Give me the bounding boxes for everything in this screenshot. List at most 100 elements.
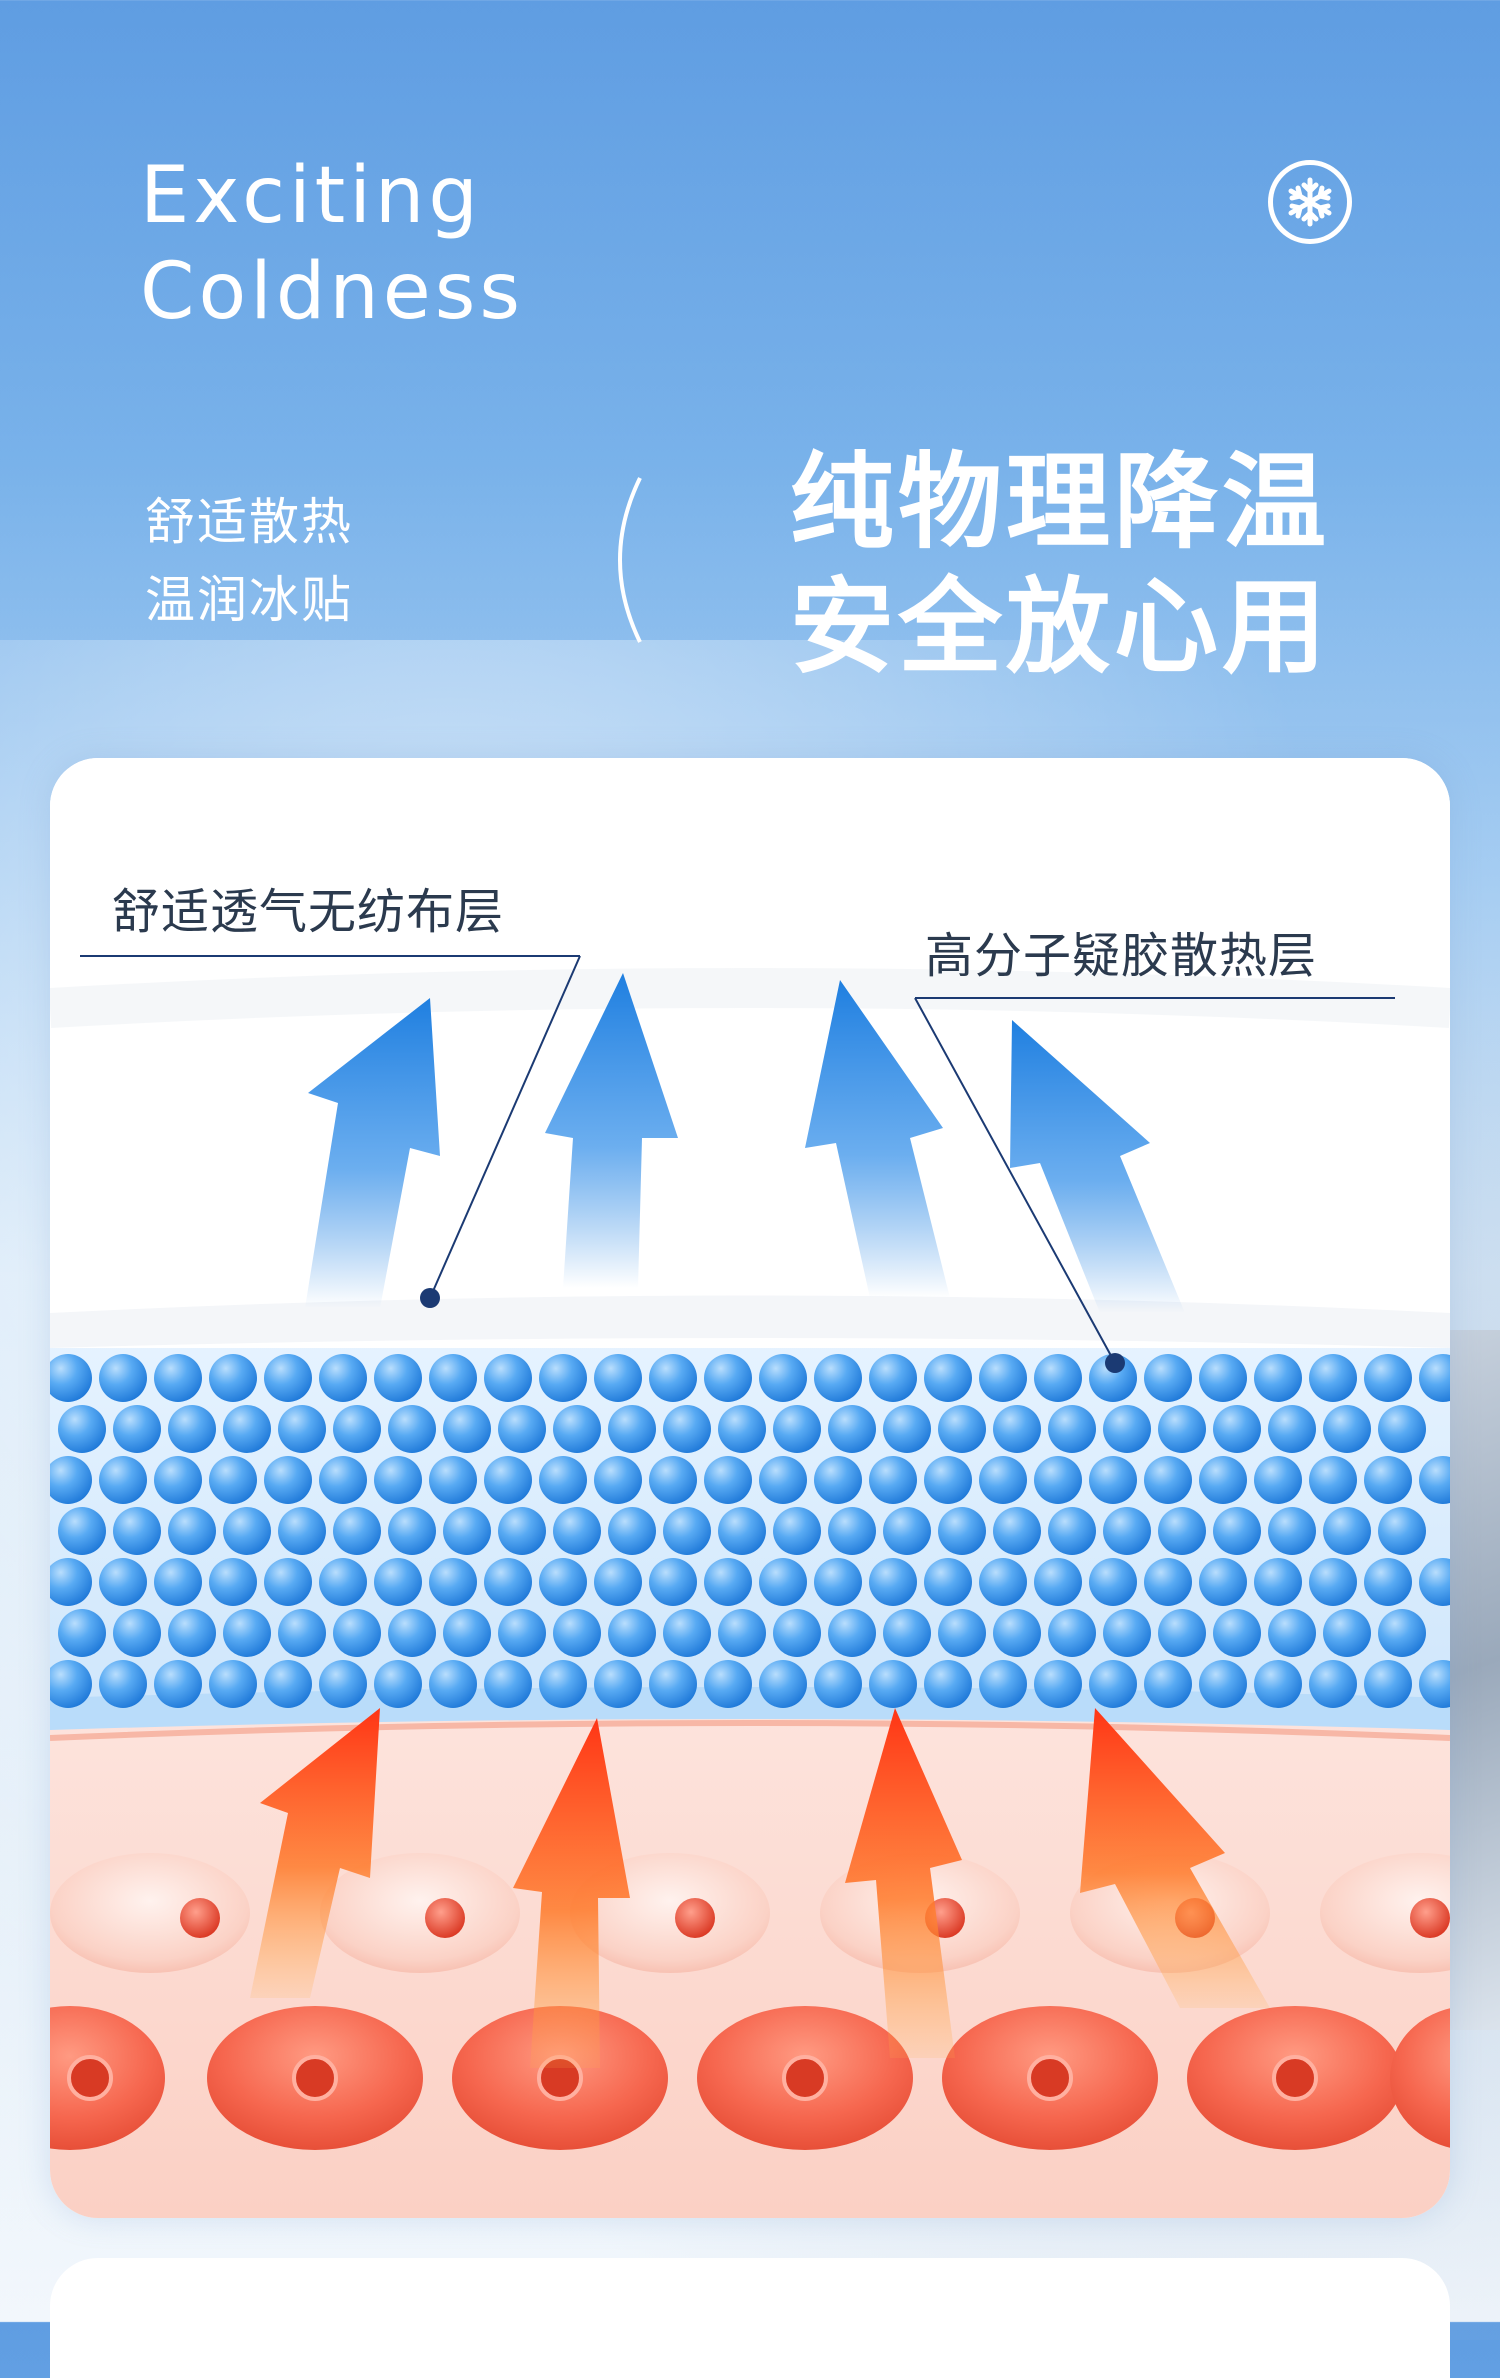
gel-bead xyxy=(1309,1456,1357,1504)
skin-cells xyxy=(50,1853,1450,2150)
gel-bead xyxy=(154,1558,202,1606)
gel-bead xyxy=(1144,1660,1192,1708)
gel-bead xyxy=(154,1456,202,1504)
subtitle-line-2: 温润冰贴 xyxy=(145,571,353,629)
gel-bead xyxy=(1378,1609,1426,1657)
gel-bead xyxy=(718,1405,766,1453)
gel-bead xyxy=(1309,1354,1357,1402)
gel-bead xyxy=(1089,1354,1137,1402)
gel-bead xyxy=(663,1507,711,1555)
cool-arrows xyxy=(305,973,1185,1313)
layer-diagram-card: 舒适透气无纺布层 高分子疑胶散热层 xyxy=(50,758,1450,2218)
english-title: Exciting Coldness xyxy=(140,148,524,340)
gel-bead xyxy=(50,1558,92,1606)
gel-bead xyxy=(388,1507,436,1555)
heat-arrow-1 xyxy=(250,1708,380,1998)
gel-bead xyxy=(1158,1609,1206,1657)
gel-bead xyxy=(649,1354,697,1402)
gel-bead xyxy=(539,1558,587,1606)
next-card-edge xyxy=(50,2258,1450,2378)
gel-bead xyxy=(993,1507,1041,1555)
gel-bead xyxy=(484,1456,532,1504)
gel-bead xyxy=(223,1405,271,1453)
callout-fabric-dot xyxy=(420,1288,440,1308)
gel-bead xyxy=(1048,1507,1096,1555)
gel-bead xyxy=(704,1456,752,1504)
gel-bead xyxy=(223,1507,271,1555)
gel-bead xyxy=(319,1558,367,1606)
gel-bead xyxy=(924,1456,972,1504)
gel-bead xyxy=(1103,1609,1151,1657)
gel-bead xyxy=(718,1507,766,1555)
gel-bead xyxy=(759,1558,807,1606)
gel-bead xyxy=(429,1558,477,1606)
gel-bead xyxy=(649,1660,697,1708)
gel-bead xyxy=(993,1405,1041,1453)
headline-line-2: 安全放心用 xyxy=(790,566,1331,688)
gel-bead xyxy=(278,1405,326,1453)
gel-bead xyxy=(814,1456,862,1504)
gel-bead xyxy=(1144,1456,1192,1504)
gel-bead xyxy=(594,1456,642,1504)
gel-bead xyxy=(539,1660,587,1708)
gel-bead xyxy=(1323,1507,1371,1555)
gel-bead xyxy=(1213,1609,1261,1657)
gel-bead xyxy=(814,1558,862,1606)
gel-bead xyxy=(319,1354,367,1402)
skin-cells-hot-row xyxy=(50,2006,1450,2150)
gel-bead xyxy=(869,1660,917,1708)
fabric-layer-label: 舒适透气无纺布层 xyxy=(112,884,505,940)
gel-bead xyxy=(99,1558,147,1606)
gel-bead xyxy=(993,1609,1041,1657)
gel-bead xyxy=(374,1660,422,1708)
gel-bead xyxy=(1213,1507,1261,1555)
gel-bead xyxy=(374,1558,422,1606)
gel-bead xyxy=(429,1354,477,1402)
gel-bead xyxy=(168,1609,216,1657)
gel-bead xyxy=(759,1660,807,1708)
gel-bead xyxy=(168,1507,216,1555)
gel-bead xyxy=(99,1456,147,1504)
gel-bead xyxy=(223,1609,271,1657)
gel-bead xyxy=(333,1507,381,1555)
gel-bead xyxy=(924,1354,972,1402)
headline-line-1: 纯物理降温 xyxy=(790,441,1331,563)
gel-bead xyxy=(1158,1405,1206,1453)
gel-bead xyxy=(319,1660,367,1708)
gel-beads xyxy=(50,1354,1450,1708)
gel-bead xyxy=(1034,1354,1082,1402)
gel-bead xyxy=(1103,1405,1151,1453)
gel-bead xyxy=(99,1354,147,1402)
gel-bead xyxy=(1199,1660,1247,1708)
cool-arrow-2 xyxy=(545,973,678,1288)
gel-bead xyxy=(649,1456,697,1504)
gel-bead xyxy=(553,1609,601,1657)
gel-bead xyxy=(594,1354,642,1402)
gel-bead xyxy=(1378,1507,1426,1555)
gel-bead xyxy=(1103,1507,1151,1555)
gel-bead xyxy=(1254,1354,1302,1402)
gel-bead xyxy=(1254,1660,1302,1708)
gel-bead xyxy=(1158,1507,1206,1555)
gel-bead xyxy=(1144,1354,1192,1402)
gel-bead xyxy=(1089,1660,1137,1708)
gel-bead xyxy=(1323,1405,1371,1453)
gel-bead xyxy=(50,1660,92,1708)
heat-arrows xyxy=(250,1708,1270,2068)
gel-bead xyxy=(828,1405,876,1453)
gel-bead xyxy=(938,1609,986,1657)
headline: 纯物理降温 安全放心用 xyxy=(790,440,1330,690)
heat-arrow-3 xyxy=(845,1708,962,2058)
gel-bead xyxy=(938,1507,986,1555)
gel-bead xyxy=(1048,1405,1096,1453)
gel-layer-label: 高分子疑胶散热层 xyxy=(925,928,1318,984)
gel-bead xyxy=(773,1507,821,1555)
gel-bead xyxy=(718,1609,766,1657)
gel-bead xyxy=(1268,1405,1316,1453)
gel-bead xyxy=(1199,1558,1247,1606)
gel-bead xyxy=(1254,1456,1302,1504)
gel-bead xyxy=(50,1354,92,1402)
gel-bead xyxy=(814,1354,862,1402)
gel-bead xyxy=(649,1558,697,1606)
gel-bead xyxy=(979,1558,1027,1606)
